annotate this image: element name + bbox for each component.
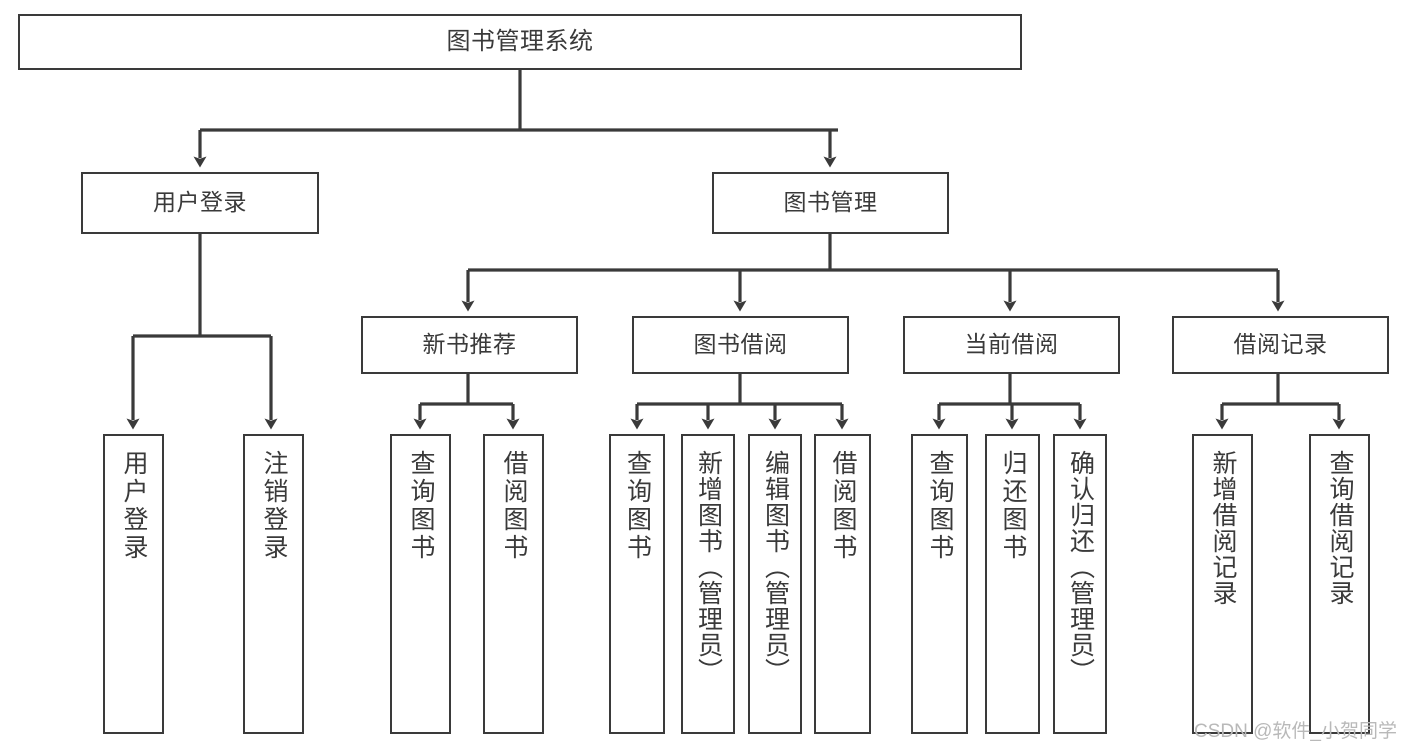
node-leaf-return-book-label: 归还图书: [999, 450, 1027, 562]
node-leaf-user-logout-label: 注销登录: [260, 450, 288, 562]
node-user-login[interactable]: 用户登录: [81, 172, 319, 234]
node-borrow-record-label: 借阅记录: [1233, 331, 1328, 358]
node-new-book-recommend[interactable]: 新书推荐: [361, 316, 578, 374]
node-leaf-return-book[interactable]: 归还图书: [985, 434, 1040, 734]
node-leaf-query-borrow-record-label: 查询借阅记录: [1326, 450, 1354, 606]
node-leaf-borrow-book-1[interactable]: 借阅图书: [483, 434, 544, 734]
node-leaf-add-book-admin-label: 新增图书（管理员）: [694, 450, 723, 684]
node-leaf-edit-book-admin[interactable]: 编辑图书（管理员）: [748, 434, 802, 734]
node-root-label: 图书管理系统: [446, 27, 594, 55]
node-leaf-user-login[interactable]: 用户登录: [103, 434, 164, 734]
node-leaf-query-book-1-label: 查询图书: [407, 450, 435, 562]
node-book-manage-label: 图书管理: [783, 189, 878, 216]
node-leaf-borrow-book-1-label: 借阅图书: [500, 450, 528, 562]
node-leaf-borrow-book-2[interactable]: 借阅图书: [814, 434, 871, 734]
node-borrow-record[interactable]: 借阅记录: [1172, 316, 1389, 374]
node-new-book-recommend-label: 新书推荐: [422, 331, 517, 358]
node-user-login-label: 用户登录: [153, 189, 247, 216]
node-leaf-add-borrow-record-label: 新增借阅记录: [1209, 450, 1237, 606]
node-leaf-add-borrow-record[interactable]: 新增借阅记录: [1192, 434, 1253, 734]
node-leaf-query-book-2[interactable]: 查询图书: [609, 434, 665, 734]
node-leaf-confirm-return-admin[interactable]: 确认归还（管理员）: [1053, 434, 1107, 734]
node-leaf-edit-book-admin-label: 编辑图书（管理员）: [761, 450, 790, 684]
node-current-borrow[interactable]: 当前借阅: [903, 316, 1120, 374]
node-leaf-borrow-book-2-label: 借阅图书: [829, 450, 857, 562]
node-leaf-query-borrow-record[interactable]: 查询借阅记录: [1309, 434, 1370, 734]
node-book-borrow[interactable]: 图书借阅: [632, 316, 849, 374]
node-book-manage[interactable]: 图书管理: [712, 172, 949, 234]
node-leaf-add-book-admin[interactable]: 新增图书（管理员）: [681, 434, 735, 734]
node-leaf-user-logout[interactable]: 注销登录: [243, 434, 304, 734]
node-leaf-user-login-label: 用户登录: [120, 450, 148, 562]
node-leaf-query-book-1[interactable]: 查询图书: [390, 434, 451, 734]
watermark-text: CSDN @软件_小贺同学: [1194, 721, 1397, 742]
node-book-borrow-label: 图书借阅: [693, 331, 788, 358]
node-root[interactable]: 图书管理系统: [18, 14, 1022, 70]
node-leaf-query-book-2-label: 查询图书: [623, 450, 652, 562]
node-leaf-query-book-3-label: 查询图书: [926, 450, 954, 562]
node-leaf-confirm-return-admin-label: 确认归还（管理员）: [1066, 450, 1095, 684]
node-leaf-query-book-3[interactable]: 查询图书: [911, 434, 968, 734]
node-current-borrow-label: 当前借阅: [964, 331, 1059, 358]
